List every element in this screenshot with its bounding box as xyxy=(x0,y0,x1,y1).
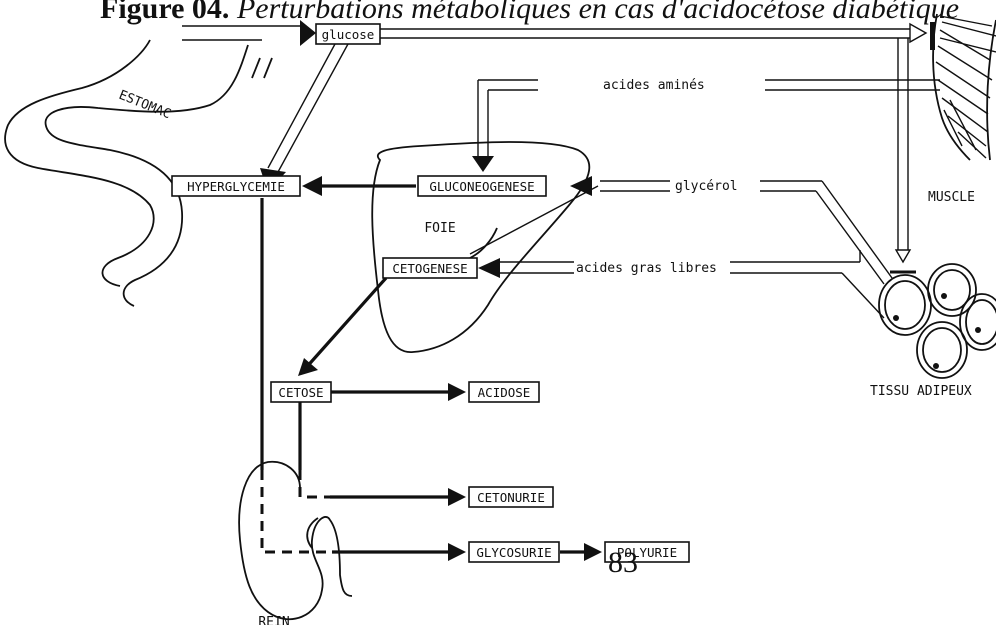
glycosurie-node: GLYCOSURIE xyxy=(469,542,559,562)
liver-tip xyxy=(470,228,497,258)
kidney-shape xyxy=(239,462,352,619)
acidose-label: ACIDOSE xyxy=(478,385,531,400)
cetonurie-node: CETONURIE xyxy=(469,487,553,507)
gluconeogenese-label: GLUCONEOGENESE xyxy=(429,179,534,194)
gluconeogenese-node: GLUCONEOGENESE xyxy=(418,176,546,196)
glycerol-label: glycérol xyxy=(675,179,738,194)
hyperglycemie-node: HYPERGLYCEMIE xyxy=(172,176,300,196)
stomach-shape xyxy=(5,40,272,306)
foie-label: FOIE xyxy=(424,221,455,236)
rein-label: REIN xyxy=(258,615,289,625)
cetogenese-node: CETOGENESE xyxy=(383,258,477,278)
adipose-tissue-shape xyxy=(879,264,996,378)
glucose-label: glucose xyxy=(322,27,375,42)
glucose-node: glucose xyxy=(316,24,380,44)
glycosurie-label: GLYCOSURIE xyxy=(476,545,551,560)
cetonurie-label: CETONURIE xyxy=(477,490,545,505)
liver-shape xyxy=(372,142,589,352)
tissu-adipeux-label: TISSU ADIPEUX xyxy=(870,384,972,399)
estomac-label: ESTOMAC xyxy=(117,88,173,122)
cetose-node: CETOSE xyxy=(271,382,331,402)
cetogenese-label: CETOGENESE xyxy=(392,261,467,276)
muscle-label: MUSCLE xyxy=(928,190,975,205)
muscle-shape xyxy=(933,14,996,160)
hyperglycemie-label: HYPERGLYCEMIE xyxy=(187,179,285,194)
acides-gras-libres-label: acides gras libres xyxy=(576,261,717,276)
cetose-label: CETOSE xyxy=(278,385,323,400)
acides-amines-label: acides aminés xyxy=(603,78,705,93)
page-number: 83 xyxy=(608,546,638,580)
acidose-node: ACIDOSE xyxy=(469,382,539,402)
